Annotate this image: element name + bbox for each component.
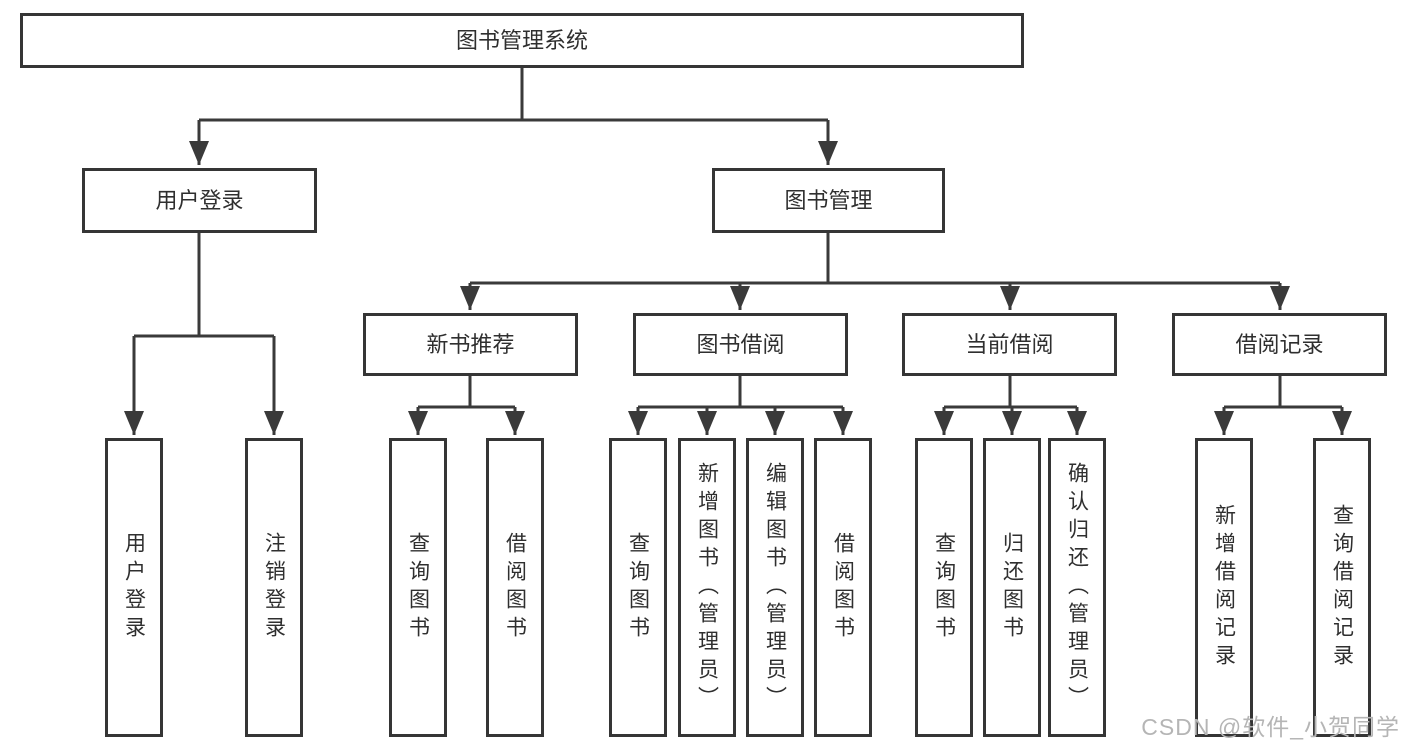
leaf-borrow-books-1: 借阅图书 xyxy=(486,438,544,737)
leaf-query-books-3: 查询图书 xyxy=(915,438,973,737)
node-borrow-records: 借阅记录 xyxy=(1172,313,1387,376)
leaf-edit-book-admin: 编辑图书（管理员） xyxy=(746,438,804,737)
leaf-add-borrow-record: 新增借阅记录 xyxy=(1195,438,1253,737)
leaf-add-book-admin: 新增图书（管理员） xyxy=(678,438,736,737)
node-current-borrow: 当前借阅 xyxy=(902,313,1117,376)
node-user-login: 用户登录 xyxy=(82,168,317,233)
leaf-query-borrow-record: 查询借阅记录 xyxy=(1313,438,1371,737)
leaf-query-books-2: 查询图书 xyxy=(609,438,667,737)
connector-arrows xyxy=(124,120,1352,435)
csdn-watermark: CSDN @软件_小贺同学 xyxy=(1141,714,1400,740)
node-root-library-system: 图书管理系统 xyxy=(20,13,1024,68)
node-book-management: 图书管理 xyxy=(712,168,945,233)
leaf-logout: 注销登录 xyxy=(245,438,303,737)
leaf-return-book: 归还图书 xyxy=(983,438,1041,737)
leaf-confirm-return-admin: 确认归还（管理员） xyxy=(1048,438,1106,737)
connector-trunks xyxy=(134,68,1342,409)
leaf-query-books-1: 查询图书 xyxy=(389,438,447,737)
leaf-borrow-books-2: 借阅图书 xyxy=(814,438,872,737)
node-book-borrow: 图书借阅 xyxy=(633,313,848,376)
node-new-book-recommend: 新书推荐 xyxy=(363,313,578,376)
leaf-user-login: 用户登录 xyxy=(105,438,163,737)
